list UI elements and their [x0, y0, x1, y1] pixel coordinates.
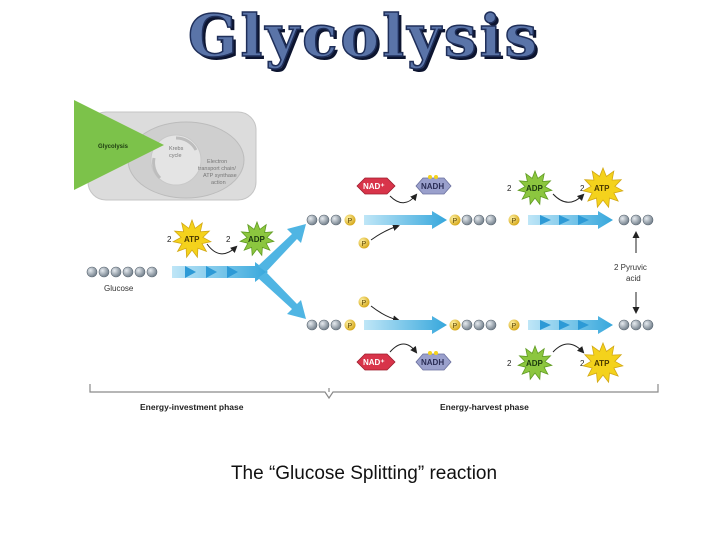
phase-brackets: Energy-investment phase Energy-harvest p… — [89, 384, 659, 412]
carbon-bead — [330, 214, 342, 226]
upper-branch: P P NAD⁺ NADH P P 2 ADP 2 ATP — [306, 166, 654, 249]
inset-glycolysis-label: Glycolysis — [98, 144, 129, 150]
carbon-bead — [146, 266, 158, 278]
upper-nadh-text: NADH — [421, 182, 444, 191]
lower-bisphosphate-molecule — [461, 319, 497, 331]
upper-adp-starburst — [517, 169, 553, 206]
lower-nad-text: NAD⁺ — [363, 358, 385, 367]
carbon-bead — [630, 319, 642, 331]
upper-mid-phosphate-right: P — [512, 218, 517, 225]
energy-investment-phase-label: Energy-investment phase — [140, 402, 244, 412]
cellular-respiration-inset: Glycolysis Krebs cycle Electron transpor… — [74, 100, 257, 201]
lower-atp-text: ATP — [594, 359, 610, 368]
carbon-bead — [618, 214, 630, 226]
inset-krebs-label-2: cycle — [169, 153, 182, 159]
upper-nadh: NADH — [415, 175, 452, 195]
carbon-bead — [86, 266, 98, 278]
upper-inorganic-phosphate-label: P — [362, 241, 367, 248]
lower-nad: NAD⁺ — [356, 353, 396, 371]
upper-atp-text: ATP — [594, 184, 610, 193]
upper-pyruvate — [618, 214, 654, 226]
lower-branch: P P NAD⁺ NADH P P 2 ADP 2 ATP — [306, 296, 654, 384]
upper-atp-starburst — [582, 166, 624, 209]
carbon-bead — [122, 266, 134, 278]
pyruvic-label-2: acid — [626, 274, 641, 283]
atp-starburst — [172, 218, 212, 259]
carbon-bead — [473, 319, 485, 331]
upper-atp-count: 2 — [580, 184, 585, 193]
carbon-bead — [630, 214, 642, 226]
carbon-bead — [461, 319, 473, 331]
carbon-bead — [330, 319, 342, 331]
pyruvic-acid-indicator: 2 Pyruvic acid — [614, 231, 647, 314]
carbon-bead — [306, 214, 318, 226]
inset-etc-label-4: action — [211, 180, 226, 186]
investment-adp-count: 2 — [226, 235, 231, 244]
investment-adp-label: 2 ADP — [226, 220, 275, 257]
lower-adp-starburst — [517, 344, 553, 381]
lower-adp-count: 2 — [507, 359, 512, 368]
diagram-caption: The “Glucose Splitting” reaction — [230, 463, 498, 484]
pyruvic-label-1: 2 Pyruvic — [614, 263, 647, 272]
lower-nadh-text: NADH — [421, 358, 444, 367]
carbon-bead — [134, 266, 146, 278]
investment-atp-count: 2 — [167, 235, 172, 244]
lower-mid-phosphate-left: P — [453, 323, 458, 330]
investment-arrow — [172, 262, 268, 282]
upper-3carbon-molecule — [306, 214, 342, 226]
carbon-bead — [618, 319, 630, 331]
carbon-bead — [318, 319, 330, 331]
carbon-bead — [110, 266, 122, 278]
carbon-bead — [642, 319, 654, 331]
inset-etc-label-2: transport chain/ — [198, 166, 236, 172]
upper-inorganic-phosphate — [358, 237, 370, 249]
investment-atp-arrow — [206, 243, 238, 255]
carbon-bead — [473, 214, 485, 226]
split-arrows — [258, 224, 306, 319]
lower-atp-starburst — [582, 341, 624, 384]
carbon-bead — [461, 214, 473, 226]
carbon-bead — [98, 266, 110, 278]
upper-adp-count: 2 — [507, 184, 512, 193]
investment-adp-text: ADP — [248, 235, 266, 244]
glucose-molecule — [86, 266, 158, 278]
lower-nadh: NADH — [415, 351, 452, 371]
inset-etc-label-1: Electron — [207, 159, 227, 165]
lower-inorganic-phosphate-label: P — [362, 300, 367, 307]
investment-atp-label: 2 ATP — [167, 218, 212, 259]
upper-phosphate-1-label: P — [348, 218, 353, 225]
lower-pyruvate — [618, 319, 654, 331]
upper-adp-text: ADP — [526, 184, 544, 193]
carbon-bead — [485, 214, 497, 226]
investment-atp-text: ATP — [184, 235, 200, 244]
adp-starburst — [239, 220, 275, 257]
lower-phosphate-1-label: P — [348, 323, 353, 330]
glucose-label: Glucose — [104, 284, 134, 293]
upper-nad-text: NAD⁺ — [363, 182, 385, 191]
carbon-bead — [306, 319, 318, 331]
diagram-title: Glycolysis — [187, 1, 541, 71]
inset-krebs-label-1: Krebs — [169, 146, 184, 152]
lower-3carbon-molecule — [306, 319, 342, 331]
upper-bisphosphate-molecule — [461, 214, 497, 226]
upper-phosphate-1 — [344, 214, 356, 226]
upper-mid-phosphate-left: P — [453, 218, 458, 225]
lower-atp-count: 2 — [580, 359, 585, 368]
energy-harvest-phase-label: Energy-harvest phase — [440, 402, 529, 412]
lower-adp-text: ADP — [526, 359, 544, 368]
lower-mid-phosphate-right: P — [512, 323, 517, 330]
inset-etc-label-3: ATP synthase — [203, 173, 237, 179]
carbon-bead — [485, 319, 497, 331]
carbon-bead — [642, 214, 654, 226]
upper-nad: NAD⁺ — [356, 177, 396, 195]
carbon-bead — [318, 214, 330, 226]
